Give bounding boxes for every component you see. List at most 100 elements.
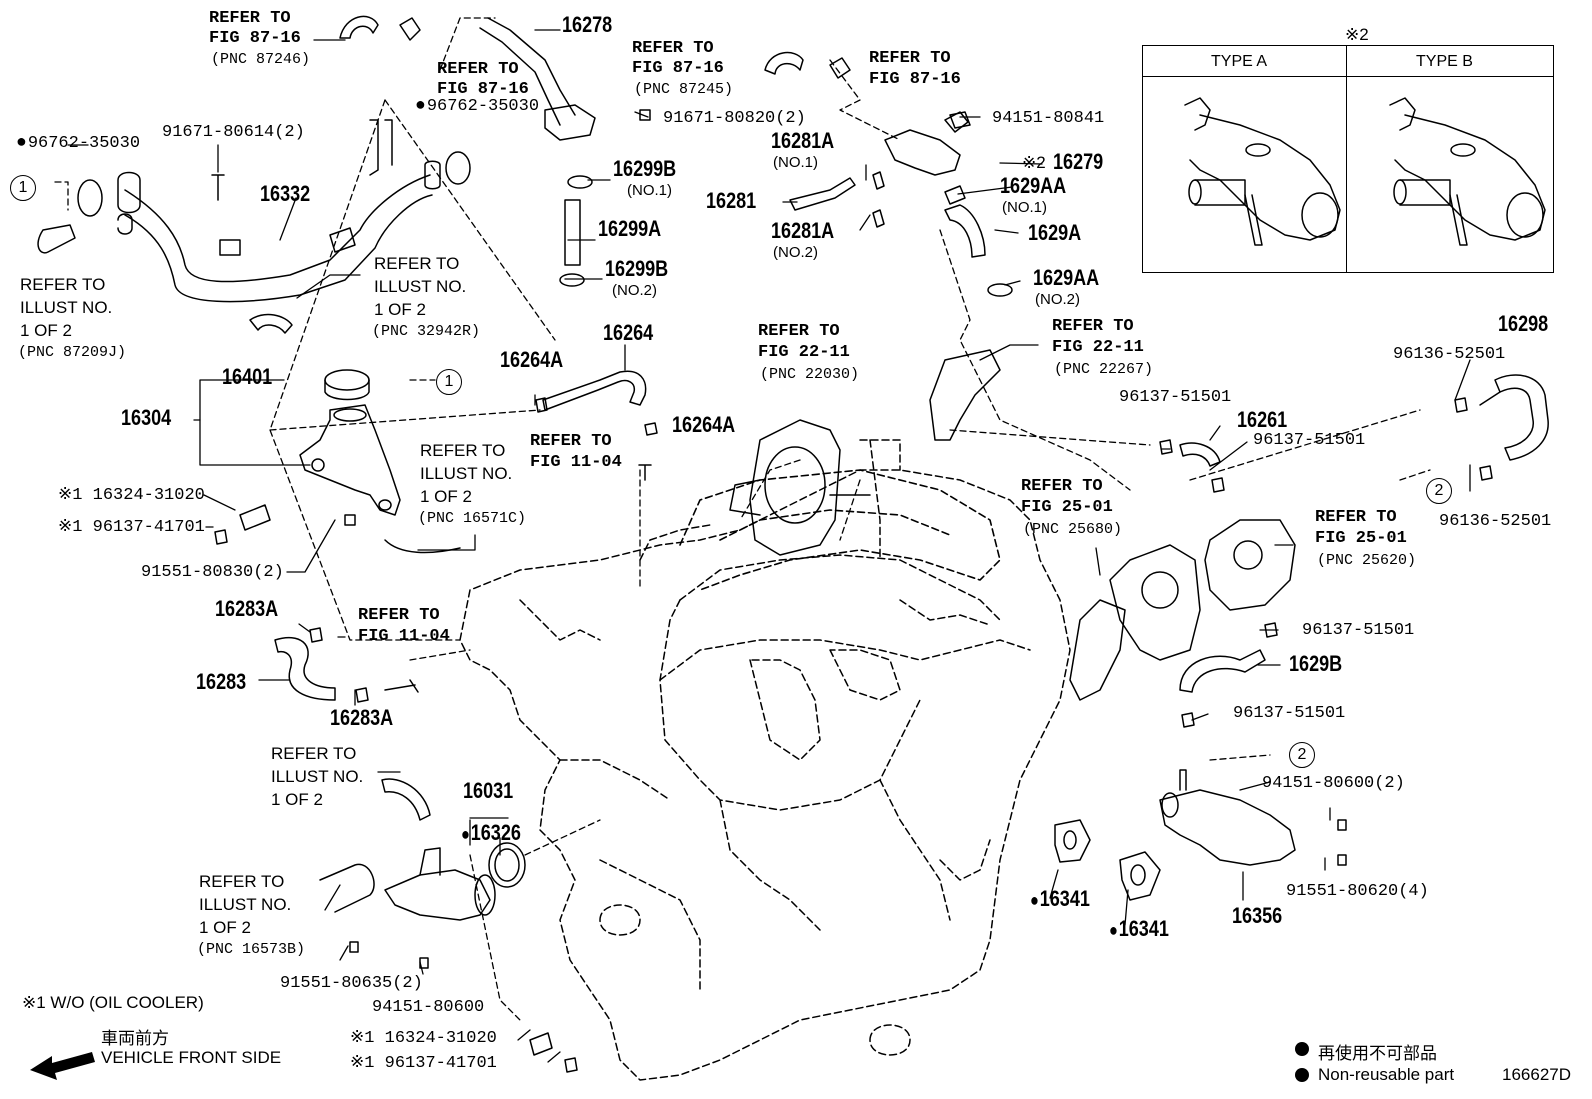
part-1629aa-1-sub: (NO.1): [1002, 199, 1047, 216]
part-16299b-2-sub: (NO.2): [612, 282, 657, 299]
components: [77, 17, 1493, 1073]
part-16298[interactable]: 16298: [1498, 311, 1549, 336]
part-1629aa-2-sub: (NO.2): [1035, 291, 1080, 308]
ref-line: FIG 22-11: [1052, 338, 1144, 357]
part-91671-80614[interactable]: 91671-80614(2): [162, 123, 305, 142]
part-16324-31020-a[interactable]: ※1 16324-31020: [58, 486, 205, 505]
ref-line: 1 OF 2: [20, 321, 72, 340]
ref-line: FIG 25-01: [1315, 529, 1407, 548]
ref-pnc: (PNC 22030): [760, 366, 860, 383]
ref-line: REFER TO: [199, 872, 285, 891]
illustration-number: 166627D: [1502, 1065, 1572, 1084]
part-16281a-1[interactable]: 16281A: [771, 128, 835, 153]
part-96136-52501-a[interactable]: 96136-52501: [1393, 345, 1506, 364]
part-16283[interactable]: 16283: [196, 669, 247, 694]
part-16264a-2[interactable]: 16264A: [672, 412, 736, 437]
part-16332[interactable]: 16332: [260, 181, 311, 206]
part-96137-41701-a[interactable]: ※1 96137-41701: [58, 518, 205, 537]
ref-line: FIG 87-16: [632, 59, 724, 78]
part-1629aa-1[interactable]: 1629AA: [1000, 173, 1067, 198]
part-96137-51501-a[interactable]: 96137-51501: [1119, 388, 1232, 407]
ref-pnc: (PNC 87246): [211, 51, 311, 68]
ref-line: ILLUST NO.: [271, 767, 364, 786]
ref-line: REFER TO: [1315, 508, 1397, 527]
ref-line: FIG 11-04: [358, 627, 450, 646]
ref-pnc: (PNC 87209J): [18, 344, 127, 361]
part-16304[interactable]: 16304: [121, 405, 172, 430]
engine-block: [459, 439, 1071, 1081]
ref-pnc: (PNC 25620): [1317, 552, 1417, 569]
part-16279-mark: ※2: [1022, 153, 1046, 172]
part-1629aa-2[interactable]: 1629AA: [1033, 265, 1100, 290]
ref-line: REFER TO: [869, 49, 951, 68]
ref-line: REFER TO: [632, 39, 714, 58]
part-96137-51501-d[interactable]: 96137-51501: [1233, 704, 1346, 723]
circle-ref-2-b: 2: [1289, 742, 1315, 768]
part-96137-51501-c[interactable]: 96137-51501: [1302, 621, 1415, 640]
type-box-mark: ※2: [1345, 25, 1369, 44]
part-16326[interactable]: 16326: [461, 822, 521, 844]
part-16341-2[interactable]: 16341: [1109, 918, 1169, 940]
part-16324-31020-b[interactable]: ※1 16324-31020: [350, 1029, 497, 1048]
part-91671-80820[interactable]: 91671-80820(2): [663, 109, 806, 128]
part-16283a-1[interactable]: 16283A: [215, 596, 279, 621]
part-1629a[interactable]: 1629A: [1028, 220, 1082, 245]
part-96762-35030-b[interactable]: 96762-35030: [415, 97, 539, 115]
type-box-header: [1143, 46, 1553, 77]
note-front-en: VEHICLE FRONT SIDE: [101, 1048, 282, 1067]
part-16299b-2[interactable]: 16299B: [605, 256, 669, 281]
part-16356[interactable]: 16356: [1232, 903, 1283, 928]
part-16031[interactable]: 16031: [463, 778, 514, 803]
part-96137-51501-b[interactable]: 96137-51501: [1253, 431, 1366, 450]
ref-pnc: (PNC 16571C): [418, 510, 527, 527]
part-94151-80600-2[interactable]: 94151-80600(2): [1262, 774, 1405, 793]
part-96137-41701-b[interactable]: ※1 96137-41701: [350, 1054, 497, 1073]
part-16341-1[interactable]: 16341: [1030, 888, 1090, 910]
part-96762-35030-a[interactable]: 96762-35030: [16, 134, 140, 152]
part-16299b-1-sub: (NO.1): [627, 182, 672, 199]
part-16283a-2[interactable]: 16283A: [330, 705, 394, 730]
ref-line: REFER TO: [1052, 317, 1134, 336]
ref-line: REFER TO: [20, 275, 106, 294]
part-16299a[interactable]: 16299A: [598, 216, 662, 241]
type-box-divider: [1346, 46, 1347, 272]
part-16281a-2[interactable]: 16281A: [771, 218, 835, 243]
ref-line: REFER TO: [209, 9, 291, 28]
non-reusable-dot-icon: [1295, 1042, 1309, 1082]
ref-line: ILLUST NO.: [374, 277, 467, 296]
part-94151-80600[interactable]: 94151-80600: [372, 998, 485, 1017]
ref-line: REFER TO: [1021, 477, 1103, 496]
part-91551-80620[interactable]: 91551-80620(4): [1286, 882, 1429, 901]
intake-plenum: [679, 469, 1001, 591]
part-96136-52501-b[interactable]: 96136-52501: [1439, 512, 1552, 531]
ref-line: FIG 87-16: [869, 70, 961, 89]
ref-pnc: (PNC 25680): [1023, 521, 1123, 538]
part-16281[interactable]: 16281: [706, 188, 757, 213]
part-1629b[interactable]: 1629B: [1289, 651, 1343, 676]
part-16281a-2-sub: (NO.2): [773, 244, 818, 261]
part-16299b-1[interactable]: 16299B: [613, 156, 677, 181]
part-16261[interactable]: 16261: [1237, 407, 1288, 432]
type-box: TYPE A TYPE B: [1142, 45, 1554, 273]
part-16278[interactable]: 16278: [562, 12, 613, 37]
part-16264a-1[interactable]: 16264A: [500, 347, 564, 372]
part-16264[interactable]: 16264: [603, 320, 654, 345]
part-91551-80830[interactable]: 91551-80830(2): [141, 563, 284, 582]
ref-line: FIG 11-04: [530, 453, 622, 472]
ref-pnc: (PNC 16573B): [197, 941, 306, 958]
part-94151-80841[interactable]: 94151-80841: [992, 109, 1105, 128]
ref-line: REFER TO: [530, 432, 612, 451]
front-arrow-icon: [30, 1052, 95, 1080]
ref-line: 1 OF 2: [374, 300, 426, 319]
part-16401[interactable]: 16401: [222, 364, 273, 389]
ref-line: ILLUST NO.: [199, 895, 292, 914]
part-91551-80635[interactable]: 91551-80635(2): [280, 974, 423, 993]
part-16281a-1-sub: (NO.1): [773, 154, 818, 171]
type-b-sketch: [1389, 97, 1546, 246]
type-a-label: TYPE A: [1211, 53, 1268, 70]
part-16279[interactable]: 16279: [1053, 149, 1104, 174]
ref-line: FIG 25-01: [1021, 498, 1113, 517]
ref-line: FIG 87-16: [209, 29, 301, 48]
